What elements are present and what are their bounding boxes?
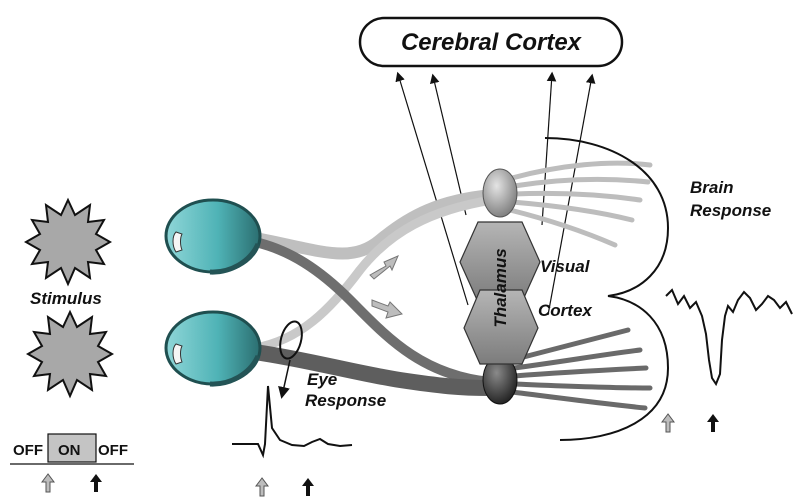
up-arrow-icon [661,413,675,433]
stimulus-label: Stimulus [30,289,102,308]
up-arrow-icon [41,473,55,493]
eye-top-icon [164,198,262,275]
thalamus: Thalamus [459,221,541,365]
thalamus-label: Thalamus [491,248,510,327]
eye-response-waveform [232,385,353,459]
callout-ring-icon [279,320,303,360]
lgn-top-icon [482,168,518,218]
up-arrow-icon [90,474,102,492]
brain-response-label-2: Response [690,201,771,220]
stimulus-star-icon [23,197,113,287]
eye-bottom-icon [164,310,262,387]
visual-cortex-outline [544,137,670,441]
cerebral-cortex-box: Cerebral Cortex [358,16,624,68]
cerebral-cortex-label: Cerebral Cortex [401,29,583,56]
optic-tract-light [249,189,498,353]
on-label: ON [58,442,81,459]
optic-radiation-dark [509,327,653,411]
up-arrow-icon [707,414,719,432]
visual-label: Visual [540,257,591,276]
stimulus-star-icon [25,309,115,399]
optic-radiation-light [507,160,653,248]
optic-tract-dark [247,237,498,396]
on-box [47,433,97,463]
off-left-label: OFF [13,442,43,459]
callout-arrow [278,359,291,399]
eye-response-label-1: Eye [307,370,337,389]
brain-response-label-1: Brain [690,178,733,197]
stimulus-timing-control: OFF ON OFF [10,433,134,465]
off-right-label: OFF [98,442,128,459]
eye-response-label-2: Response [305,391,386,410]
up-arrow-icon [255,477,269,497]
brain-response-waveform [665,288,793,387]
up-arrow-icon [302,478,314,496]
direction-arrows [369,255,403,319]
cortex-label: Cortex [538,301,593,320]
